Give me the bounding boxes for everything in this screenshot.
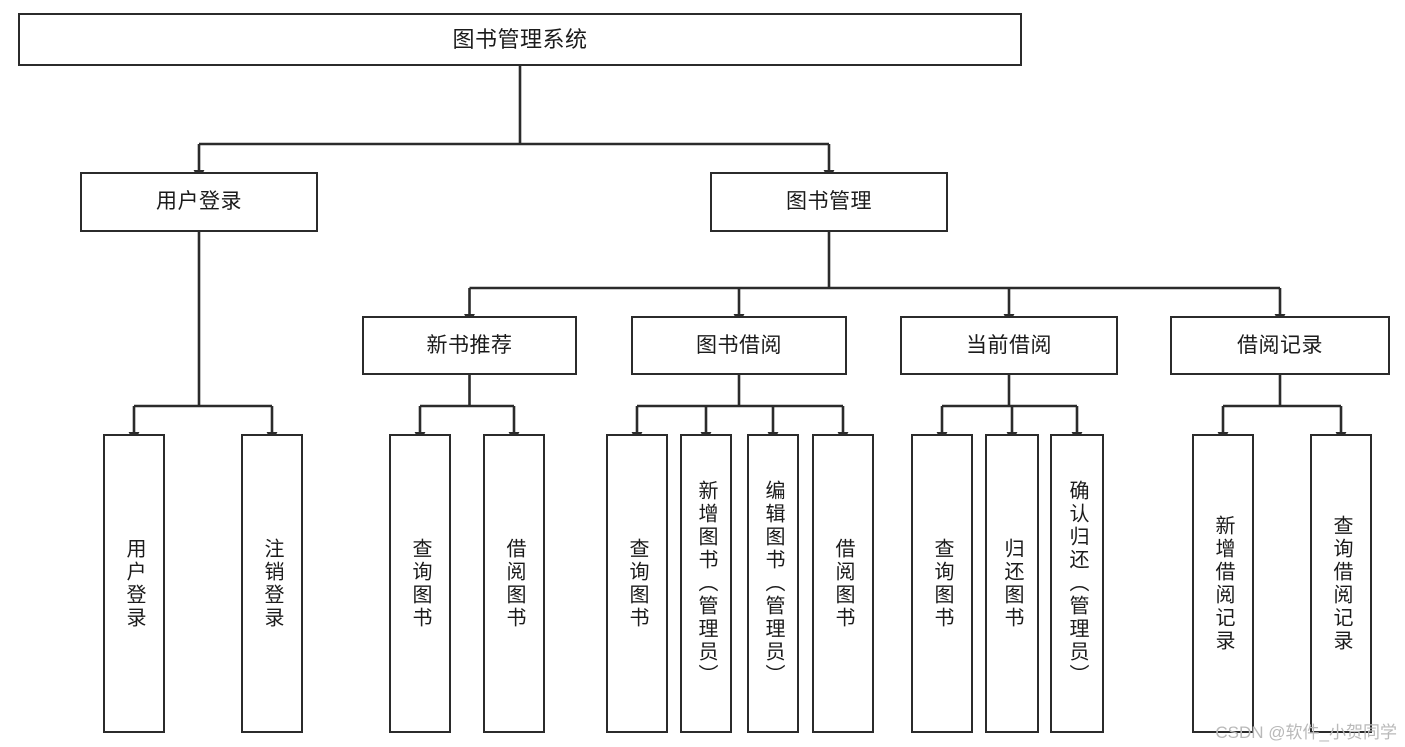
node-new-book-rec[interactable]: 新书推荐 (362, 316, 577, 375)
node-label-leaf-logout: 注销登录 (261, 537, 283, 630)
node-label-leaf-confirm: 确认归还（管理员） (1066, 480, 1088, 687)
node-leaf-add-rec[interactable]: 新增借阅记录 (1192, 434, 1254, 733)
node-label-leaf-user-login: 用户登录 (123, 537, 145, 630)
node-label-book-manage: 图书管理 (786, 190, 872, 214)
node-label-leaf-query-1: 查询图书 (409, 537, 431, 630)
node-label-leaf-edit-book: 编辑图书（管理员） (762, 480, 784, 687)
node-book-manage[interactable]: 图书管理 (710, 172, 948, 232)
node-leaf-query-1[interactable]: 查询图书 (389, 434, 451, 733)
node-leaf-query-3[interactable]: 查询图书 (911, 434, 973, 733)
node-label-leaf-query-2: 查询图书 (626, 537, 648, 630)
node-leaf-add-book[interactable]: 新增图书（管理员） (680, 434, 732, 733)
node-label-leaf-query-rec: 查询借阅记录 (1330, 514, 1352, 653)
node-leaf-borrow-1[interactable]: 借阅图书 (483, 434, 545, 733)
node-label-root: 图书管理系统 (452, 26, 588, 52)
node-leaf-query-2[interactable]: 查询图书 (606, 434, 668, 733)
node-leaf-edit-book[interactable]: 编辑图书（管理员） (747, 434, 799, 733)
node-leaf-confirm[interactable]: 确认归还（管理员） (1050, 434, 1104, 733)
node-root[interactable]: 图书管理系统 (18, 13, 1022, 66)
node-label-leaf-return: 归还图书 (1001, 537, 1023, 630)
watermark-text: CSDN @软件_小贺同学 (1215, 723, 1397, 742)
node-label-user-login: 用户登录 (156, 190, 242, 214)
node-leaf-logout[interactable]: 注销登录 (241, 434, 303, 733)
node-label-book-borrow: 图书借阅 (696, 333, 782, 357)
node-leaf-return[interactable]: 归还图书 (985, 434, 1039, 733)
node-label-new-book-rec: 新书推荐 (426, 333, 513, 357)
node-user-login[interactable]: 用户登录 (80, 172, 318, 232)
node-label-borrow-record: 借阅记录 (1237, 333, 1323, 357)
node-label-leaf-query-3: 查询图书 (931, 537, 953, 630)
node-label-leaf-add-book: 新增图书（管理员） (695, 480, 717, 687)
node-leaf-user-login[interactable]: 用户登录 (103, 434, 165, 733)
node-label-leaf-borrow-2: 借阅图书 (832, 537, 854, 630)
node-label-current-borrow: 当前借阅 (966, 333, 1052, 357)
node-book-borrow[interactable]: 图书借阅 (631, 316, 847, 375)
node-current-borrow[interactable]: 当前借阅 (900, 316, 1118, 375)
node-leaf-query-rec[interactable]: 查询借阅记录 (1310, 434, 1372, 733)
node-label-leaf-add-rec: 新增借阅记录 (1212, 514, 1234, 653)
node-leaf-borrow-2[interactable]: 借阅图书 (812, 434, 874, 733)
node-borrow-record[interactable]: 借阅记录 (1170, 316, 1390, 375)
node-label-leaf-borrow-1: 借阅图书 (503, 537, 525, 630)
